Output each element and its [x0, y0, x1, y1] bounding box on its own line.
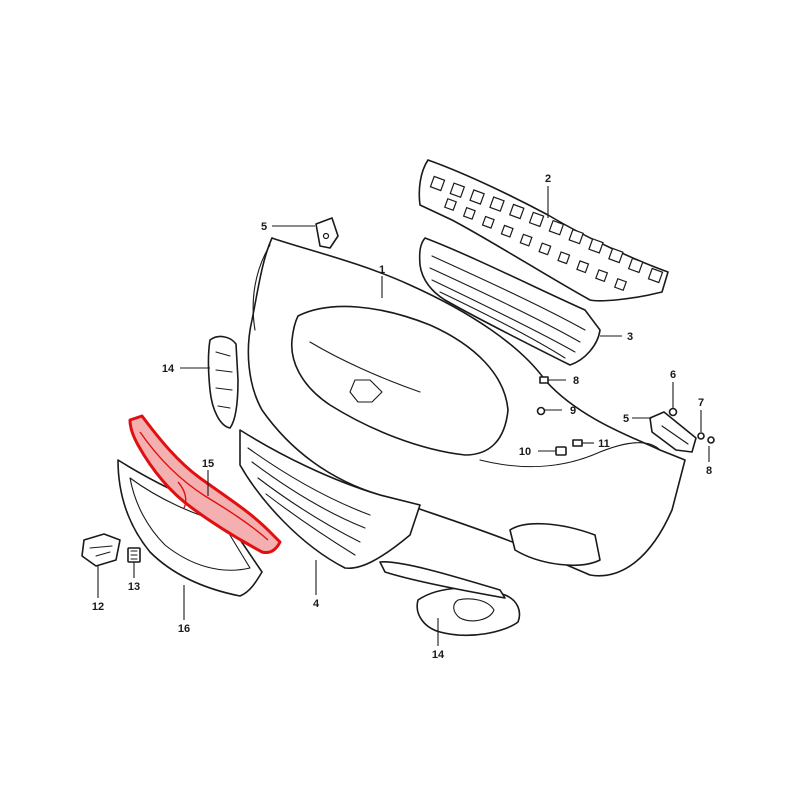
callout-9: 9 [570, 405, 576, 417]
part-8-screw-upper[interactable] [539, 376, 549, 384]
callout-7: 7 [698, 397, 704, 409]
callout-6: 6 [670, 369, 676, 381]
callout-8-upper: 8 [573, 375, 579, 387]
callout-11: 11 [598, 438, 610, 450]
grille-slot [627, 257, 644, 274]
grille-slot [449, 182, 466, 199]
grille-slot [462, 206, 476, 220]
grille-slot [481, 215, 495, 229]
grille-slot [508, 203, 525, 220]
callout-16: 16 [178, 623, 190, 635]
part-15-outline [128, 414, 282, 554]
part-10-nut[interactable] [555, 446, 567, 456]
grille-slot [608, 247, 624, 264]
callout-2: 2 [545, 173, 551, 185]
part-5-upper-bracket[interactable] [315, 217, 339, 249]
grille-slot [528, 211, 545, 228]
grille-slot [557, 251, 571, 265]
callout-14-lower: 14 [432, 649, 445, 661]
part-3-inner-grille[interactable] [418, 237, 601, 366]
grille-slot [647, 267, 664, 284]
part-6-fastener[interactable] [668, 407, 678, 417]
part-8-screw-right[interactable] [707, 436, 715, 444]
callout-8-right: 8 [706, 465, 712, 477]
part-4-lower-grille[interactable] [239, 429, 421, 570]
grille-slot [576, 260, 590, 274]
grille-slot [443, 197, 458, 212]
callout-15: 15 [202, 458, 214, 470]
leader-lines [97, 186, 710, 646]
part-2-upper-grille[interactable] [418, 159, 669, 302]
grille-slot [613, 277, 628, 292]
grille-slot [548, 219, 565, 236]
grille-slot [500, 224, 514, 238]
part-9-clip[interactable] [536, 406, 546, 416]
callout-10: 10 [519, 446, 531, 458]
callout-1: 1 [379, 264, 385, 276]
part-12-emblem[interactable] [81, 533, 121, 567]
callout-13: 13 [128, 581, 140, 593]
part-7-fastener[interactable] [697, 432, 705, 440]
callout-4: 4 [313, 598, 320, 610]
part-15-grille-trim-highlighted[interactable] [128, 414, 282, 554]
grille-slot [595, 269, 609, 283]
part-14-fog-bezel[interactable] [379, 561, 521, 637]
callout-12: 12 [92, 601, 104, 613]
grille-slot [568, 228, 585, 245]
part-5-right-bracket[interactable] [649, 411, 697, 453]
grille-slot [538, 242, 552, 256]
part-11-screw[interactable] [572, 439, 583, 447]
part-13-clip[interactable] [127, 547, 141, 563]
callout-5-upper: 5 [261, 221, 267, 233]
grille-slot [429, 175, 446, 192]
grille-slot [489, 196, 505, 212]
part-1-bumper-cover[interactable] [247, 237, 686, 577]
grille-slot [519, 233, 533, 247]
part-14-left-bracket[interactable] [207, 335, 239, 429]
callout-5-right: 5 [623, 413, 629, 425]
callout-14-upper: 14 [162, 363, 175, 375]
callout-3: 3 [627, 331, 633, 343]
grille-slot [469, 189, 485, 205]
grille-slot [588, 238, 604, 254]
